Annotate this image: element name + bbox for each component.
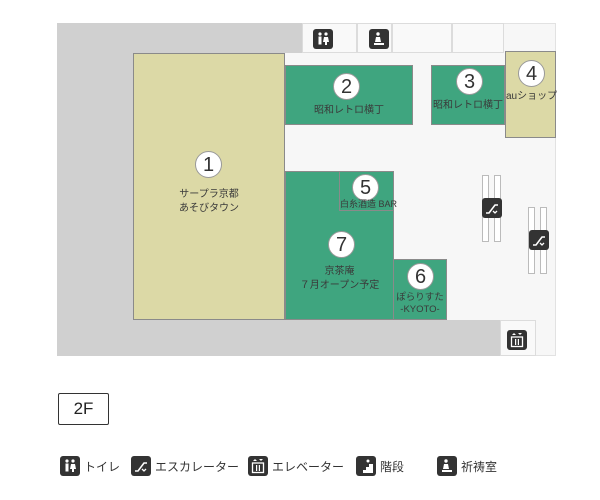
store-2[interactable]: 2 昭和レトロ横丁: [285, 65, 413, 125]
store-name: 白糸酒造 BAR: [340, 199, 398, 209]
store-5[interactable]: 5 白糸酒造 BAR: [339, 171, 398, 211]
corridor-top: [57, 23, 302, 53]
store-name-line: サープラ京都: [179, 189, 239, 200]
store-name: サープラ京都 あそびタウン: [134, 188, 284, 216]
store-name: 昭和レトロ横丁: [314, 105, 384, 116]
legend-label: トイレ: [84, 459, 121, 474]
store-number: 5: [352, 174, 379, 201]
store-number: 3: [456, 68, 483, 95]
escalator-icon: [529, 230, 549, 250]
prayer-room-icon: [437, 456, 457, 476]
store-1[interactable]: 1 サープラ京都 あそびタウン: [133, 53, 285, 320]
backroom-area-2: [452, 23, 504, 53]
escalator-icon: [131, 456, 151, 476]
legend-prayer-room: 祈祷室: [437, 455, 497, 477]
store-number: 7: [328, 231, 355, 258]
stairs-icon: [356, 456, 376, 476]
store-3[interactable]: 3 昭和レトロ横丁: [431, 65, 505, 125]
store-name-line: 京茶庵: [324, 266, 355, 277]
prayer-room-icon: [369, 29, 389, 49]
store-name: 京茶庵 ７月オープン予定: [286, 265, 393, 293]
store-6[interactable]: 6 ぽらりすた -KYOTO-: [393, 259, 447, 320]
store-name: auショップ: [506, 91, 558, 102]
store-number: 2: [333, 73, 360, 100]
store-name-line: -KYOTO-: [400, 304, 440, 315]
corridor-left: [57, 23, 133, 356]
legend-label: 階段: [380, 459, 405, 474]
corridor-bottom: [57, 320, 502, 356]
store-number: 6: [407, 263, 434, 290]
store-name: ぽらりすた -KYOTO-: [394, 292, 446, 316]
legend-label: エスカレーター: [155, 459, 240, 474]
store-number: 4: [518, 60, 545, 87]
toilet-icon: [313, 29, 333, 49]
elevator-icon: [248, 456, 268, 476]
store-4[interactable]: 4 auショップ: [505, 51, 558, 138]
legend-toilet: トイレ: [60, 455, 120, 477]
elevator-icon: [507, 330, 527, 350]
legend-stairs: 階段: [356, 455, 404, 477]
legend-label: 祈祷室: [461, 459, 498, 474]
store-name-line: ７月オープン予定: [299, 280, 380, 291]
toilet-icon: [60, 456, 80, 476]
store-name-line: あそびタウン: [179, 203, 239, 214]
escalator-icon: [482, 198, 502, 218]
store-number: 1: [195, 151, 222, 178]
store-name-line: ぽらりすた: [396, 292, 444, 303]
store-name: 昭和レトロ横丁: [433, 100, 503, 111]
legend-elevator: エレベーター: [248, 455, 344, 477]
legend-label: エレベーター: [272, 459, 345, 474]
legend-escalator: エスカレーター: [131, 455, 239, 477]
floor-label: 2F: [58, 393, 109, 425]
backroom-area: [392, 23, 452, 53]
